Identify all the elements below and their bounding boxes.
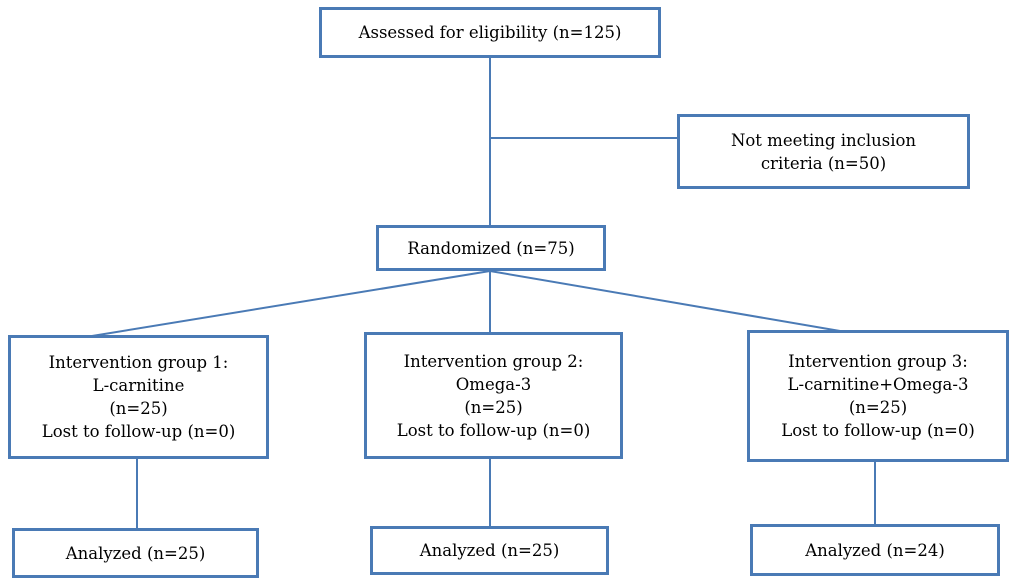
analyzed-group-3-box: Analyzed (n=24): [750, 524, 1000, 576]
excluded-label-line2: criteria (n=50): [760, 153, 887, 173]
analyzed-group-1-box: Analyzed (n=25): [12, 528, 259, 578]
analyzed-group-3-label: Analyzed (n=24): [805, 540, 945, 560]
group-1-title: Intervention group 1:: [48, 353, 229, 372]
assessed-box: Assessed for eligibility (n=125): [319, 7, 661, 58]
group-3-title: Intervention group 3:: [788, 352, 968, 371]
group-2-treatment: Omega-3: [455, 374, 532, 394]
group-3-lost: Lost to follow-up (n=0): [781, 421, 975, 440]
intervention-group-1-box: Intervention group 1: L-carnitine (n=25)…: [8, 335, 269, 459]
analyzed-group-1-label: Analyzed (n=25): [65, 543, 206, 563]
group-1-treatment: L-carnitine: [92, 376, 185, 395]
intervention-group-2-box: Intervention group 2: Omega-3 (n=25) Los…: [364, 332, 623, 459]
assessed-label: Assessed for eligibility (n=125): [358, 23, 622, 42]
intervention-group-3-box: Intervention group 3: L-carnitine+Omega-…: [747, 330, 1009, 462]
analyzed-group-2-label: Analyzed (n=25): [419, 541, 560, 560]
group-1-lost: Lost to follow-up (n=0): [41, 422, 236, 441]
group-1-n: (n=25): [109, 399, 168, 418]
connector-randomized-group1: [91, 270, 491, 337]
excluded-box: Not meeting inclusion criteria (n=50): [677, 114, 970, 189]
group-2-lost: Lost to follow-up (n=0): [396, 420, 591, 440]
randomized-box: Randomized (n=75): [376, 225, 606, 271]
analyzed-group-2-box: Analyzed (n=25): [370, 526, 609, 575]
group-2-n: (n=25): [464, 397, 523, 417]
connector-randomized-group3: [489, 270, 841, 332]
group-3-n: (n=25): [848, 398, 908, 417]
randomized-label: Randomized (n=75): [407, 238, 575, 258]
group-3-treatment: L-carnitine+Omega-3: [787, 375, 969, 394]
group-2-title: Intervention group 2:: [403, 351, 584, 371]
excluded-label-line1: Not meeting inclusion: [730, 130, 917, 150]
